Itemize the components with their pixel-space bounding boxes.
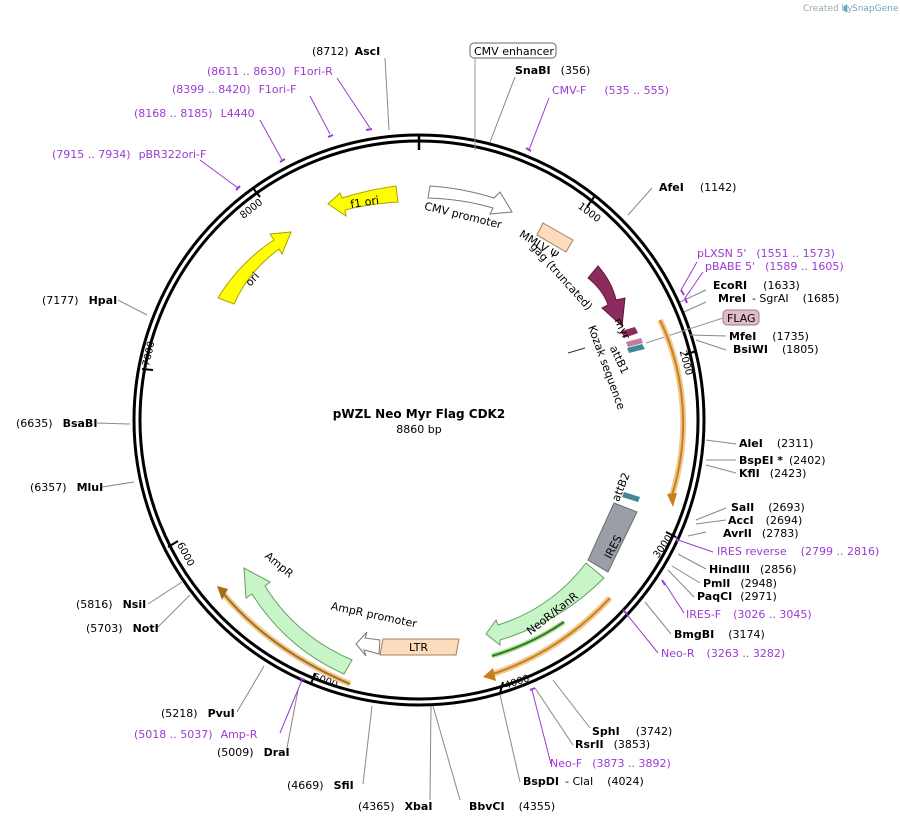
- enzyme-ecoRI: EcoRI(1633): [713, 279, 800, 292]
- primer-f1ori-f: (8399 .. 8420)F1ori-F: [172, 83, 297, 96]
- backbone-outer: [132, 133, 706, 707]
- primer-plxsn-5: pLXSN 5'(1551 .. 1573): [697, 247, 835, 260]
- ampr-arrow: [243, 567, 353, 675]
- enzyme-snabI: SnaBI(356): [515, 64, 590, 77]
- primer-ires-f: IRES-F(3026 .. 3045): [686, 608, 812, 621]
- enzyme-aleI: AleI(2311): [739, 437, 813, 450]
- tick-marks: [141, 187, 697, 694]
- ltr-box: [379, 638, 460, 656]
- ampr-label: AmpR: [262, 549, 296, 580]
- neor-arrow: [485, 562, 605, 647]
- enzyme-hpaI: (7177)HpaI: [42, 294, 117, 307]
- flag-label: FLAG: [727, 312, 756, 325]
- enzyme-bspEI: BspEI *(2402): [739, 454, 826, 467]
- attb1-box: [627, 344, 645, 353]
- enzyme-bmgBI: BmgBI(3174): [674, 628, 765, 641]
- gag-label: gag (truncated): [527, 240, 594, 313]
- ires-orf-head: [483, 668, 496, 681]
- myr-box: [621, 327, 638, 338]
- enzyme-mreI-sgrAI: MreI- SgrAI(1685): [718, 292, 839, 305]
- ires-orf-arrow: [489, 597, 611, 676]
- neo-orf-arrow: [491, 621, 565, 657]
- kozak-leader: [567, 347, 586, 354]
- enzyme-afeI: AfeI(1142): [659, 181, 736, 194]
- plasmid-size: 8860 bp: [396, 423, 441, 436]
- enzyme-paqCI: PaqCI(2971): [697, 590, 777, 603]
- enzyme-nsiI: (5816)NsiI: [76, 598, 146, 611]
- attb2-box: [622, 492, 640, 502]
- primer-leaders: [199, 77, 714, 765]
- primer-marks: [235, 128, 688, 691]
- cdk2-orf-head: [667, 493, 677, 507]
- ampr-orf-head: [217, 586, 228, 600]
- enzyme-rsrII: RsrII(3853): [575, 738, 650, 751]
- cdk2-orf-arrow: [659, 319, 685, 496]
- enzyme-notI: (5703)NotI: [86, 622, 159, 635]
- ori-arrow: [217, 231, 292, 305]
- enzyme-mfeI: MfeI(1735): [729, 330, 809, 343]
- primer-neo-r: Neo-R(3263 .. 3282): [661, 647, 785, 660]
- flag-box: [722, 309, 760, 326]
- f1-ori-label: f1 ori: [349, 194, 379, 211]
- enzyme-bsiWI: BsiWI(1805): [733, 343, 819, 356]
- kozak-box: [626, 338, 643, 347]
- flag-leader: [645, 317, 724, 344]
- primer-pbr322ori-f: (7915 .. 7934)pBR322ori-F: [52, 148, 206, 161]
- primer-neo-f: Neo-F(3873 .. 3892): [550, 757, 671, 770]
- primer-amp-r: (5018 .. 5037)Amp-R: [134, 728, 258, 741]
- enzyme-sfiI: (4669)SfiI: [287, 779, 354, 792]
- tick-3000: 3000: [652, 533, 676, 560]
- enzyme-draI: (5009)DraI: [217, 746, 290, 759]
- enzyme-avrII: AvrII(2783): [723, 527, 798, 540]
- snapgene-logo-icon: ◖: [843, 3, 848, 14]
- ires-box: [587, 502, 638, 573]
- gag-arrow: [587, 265, 626, 328]
- cmv-promoter-arrow: [427, 185, 513, 215]
- ampr-promoter-label: AmpR promoter: [330, 600, 419, 631]
- ltr-label: LTR: [409, 641, 428, 654]
- credit-brand: SnapGene: [852, 4, 899, 14]
- enzyme-ascI: (8712)AscI: [312, 45, 380, 58]
- enzyme-pmlI: PmlI(2948): [703, 577, 777, 590]
- tick-8000: 8000: [238, 197, 265, 221]
- mmlv-psi-box: [536, 222, 574, 253]
- f1-ori-arrow: [327, 185, 399, 218]
- enzyme-bsaBI: (6635)BsaBI: [16, 417, 97, 430]
- enzyme-kflI: KflI(2423): [739, 467, 806, 480]
- primer-l4440: (8168 .. 8185)L4440: [134, 107, 255, 120]
- cmv-enhancer-label: CMV enhancer: [474, 45, 554, 58]
- enzyme-pvuI: (5218)PvuI: [161, 707, 235, 720]
- primer-f1ori-r: (8611 .. 8630)F1ori-R: [207, 65, 333, 78]
- ampr-orf-arrow: [221, 591, 351, 685]
- enzyme-sphI: SphI(3742): [592, 725, 672, 738]
- enzyme-mluI: (6357)MluI: [30, 481, 103, 494]
- enzyme-xbaI: (4365)XbaI: [358, 800, 432, 813]
- cmv-enhancer-box: [469, 42, 557, 59]
- enzyme-leaders: [96, 57, 737, 801]
- tick-6000: 6000: [174, 541, 196, 569]
- primer-pbabe-5: pBABE 5'(1589 .. 1605): [705, 260, 844, 273]
- enzyme-accI: AccI(2694): [728, 514, 802, 527]
- credit-prefix: Created by: [803, 4, 853, 14]
- enzyme-bbvCI: BbvCI(4355): [469, 800, 555, 813]
- primer-cmv-f: CMV-F(535 .. 555): [552, 84, 669, 97]
- ampr-promoter-arrow: [355, 631, 381, 657]
- myr-label: myr: [612, 316, 633, 342]
- plasmid-title: pWZL Neo Myr Flag CDK2: [333, 407, 505, 421]
- enzyme-salI: SalI(2693): [731, 501, 805, 514]
- enzyme-hindIII: HindIII(2856): [709, 563, 797, 576]
- primer-ires-reverse: IRES reverse(2799 .. 2816): [717, 545, 879, 558]
- enzyme-bspDI-claI: BspDI- ClaI(4024): [523, 775, 644, 788]
